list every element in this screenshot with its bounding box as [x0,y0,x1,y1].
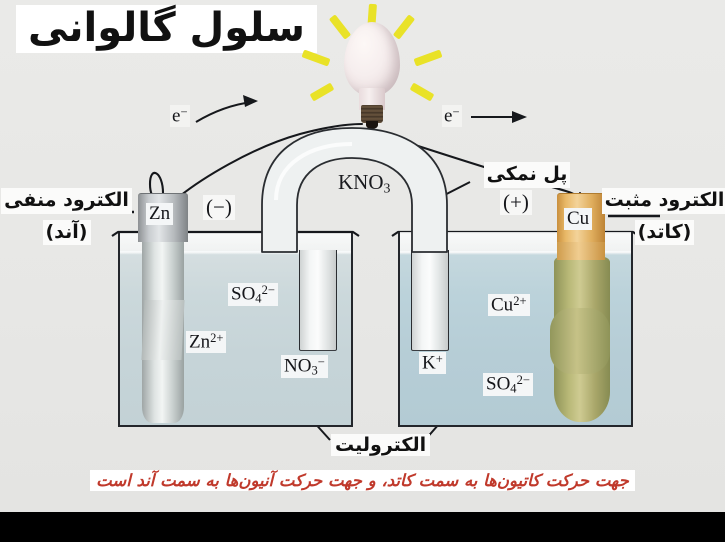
galvanic-cell-diagram: سلول گالوانی [0,0,725,512]
salt-bridge-formula: KNO3 [338,170,391,196]
salt-bridge-left-leg [299,250,337,351]
light-bulb-group [300,3,460,139]
bottom-black-bar [0,512,725,542]
ion-label-sulfate-left: SO42− [228,283,278,307]
ion-label-copper: Cu2+ [488,294,530,317]
salt-bridge-label-text: پل نمکی [483,162,571,188]
zinc-electrode-submerged [142,238,184,423]
copper-electrode-submerged [550,256,610,422]
right-electrode-label-line2: (کاتد) [634,219,695,246]
electron-label-right: e− [442,105,462,128]
ion-label-potassium: K+ [419,352,446,375]
electrolyte-label: الکترولیت [331,434,431,456]
copper-electrode-symbol: Cu [564,208,593,230]
negative-sign-badge: (−) [203,195,235,220]
right-electrode-label: الکترود مثبت (کاتد) [592,188,725,246]
copper-electrode-band [557,238,605,260]
right-electrode-label-line1: الکترود مثبت [601,188,725,214]
positive-sign-badge: (+) [500,190,532,215]
ion-label-nitrate: NO3− [281,355,328,379]
salt-bridge-arch-layer [261,127,448,253]
left-electrode-label-line1: الکترود منفی [1,188,132,214]
bulb-glass-icon [344,22,400,96]
electron-label-left: e− [170,105,190,128]
bulb-contact-tip-icon [366,121,378,129]
salt-bridge-right-leg [411,250,449,351]
bottom-caption-text: جهت حرکت کاتیون‌ها به سمت کاتد، و جهت حر… [90,470,635,491]
bulb-screw-base-icon [361,105,383,123]
salt-bridge-label: پل نمکی [472,162,582,188]
left-electrode-label-line2: (آند) [42,219,91,246]
zinc-electrode-symbol: Zn [146,203,174,225]
ion-label-sulfate-right: SO42− [483,373,533,397]
bulb-neck-icon [359,88,385,110]
bottom-caption: جهت حرکت کاتیون‌ها به سمت کاتد، و جهت حر… [0,470,725,491]
left-electrode-label: الکترود منفی (آند) [0,188,139,246]
ion-label-zinc: Zn2+ [186,331,227,354]
page-title: سلول گالوانی [16,5,317,53]
